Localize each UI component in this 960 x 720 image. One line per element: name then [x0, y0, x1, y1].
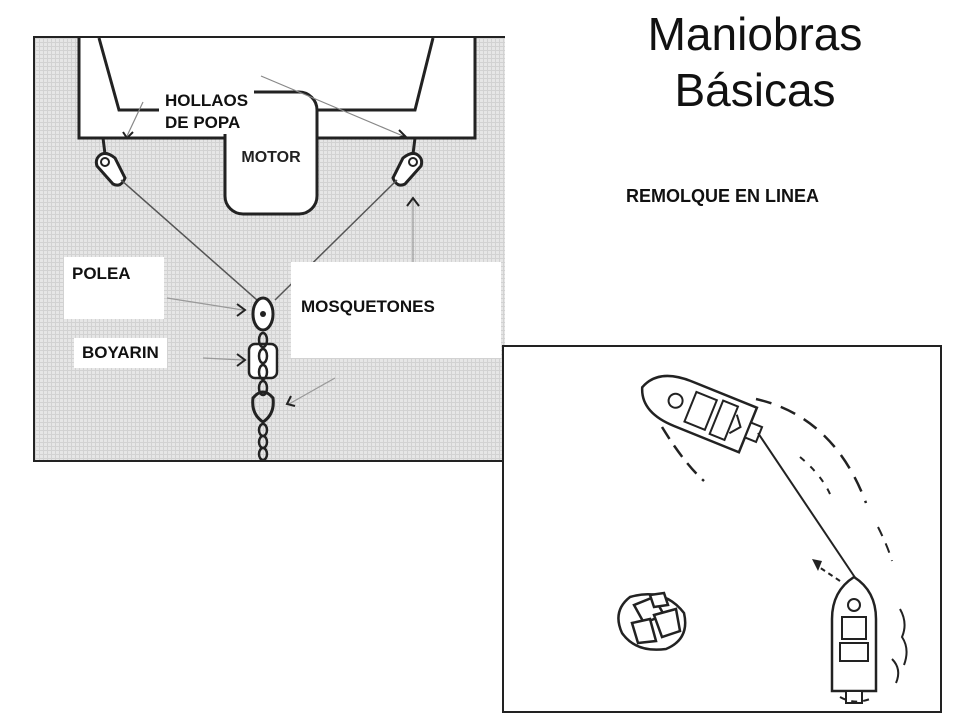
wake-inner	[799, 456, 833, 500]
label-polea: POLEA	[64, 257, 164, 319]
right-stern-eye	[391, 137, 424, 187]
leader-mosq-down	[288, 377, 336, 405]
wake-left	[660, 426, 705, 482]
direction-arrow	[815, 564, 841, 582]
label-hollaos-de-popa: HOLLAOS DE POPA	[159, 90, 255, 134]
leader-polea	[166, 297, 244, 311]
tow-line	[757, 432, 857, 580]
towing-sketch	[502, 345, 942, 713]
wake-top	[755, 397, 868, 504]
tow-chain	[251, 331, 275, 460]
bridle-line-left	[120, 179, 258, 301]
title-line-2: Básicas	[674, 64, 836, 116]
towing-sketch-drawing	[617, 374, 908, 704]
leader-boyarin	[202, 357, 244, 361]
label-boyarin: BOYARIN	[74, 338, 167, 368]
water-right	[899, 608, 908, 666]
bridle-diagram: MOTOR	[33, 36, 505, 462]
label-hollaos-line2: DE POPA	[165, 113, 241, 132]
label-mosquetones: MOSQUETONES	[291, 262, 501, 358]
label-hollaos-line1: HOLLAOS	[165, 91, 249, 110]
left-stern-eye	[94, 137, 127, 187]
motor-label: MOTOR	[241, 149, 301, 166]
slide-title: Maniobras Básicas	[600, 6, 910, 118]
pulley	[251, 296, 275, 332]
towed-boat	[830, 575, 878, 704]
tow-boat	[640, 374, 764, 454]
leader-hollaos-right	[260, 75, 404, 137]
debris	[617, 591, 687, 651]
bridle-diagram-drawing: MOTOR	[77, 38, 477, 460]
slide-subtitle: REMOLQUE EN LINEA	[626, 186, 820, 206]
title-line-1: Maniobras	[647, 8, 863, 60]
leader-hollaos-left	[126, 101, 144, 137]
